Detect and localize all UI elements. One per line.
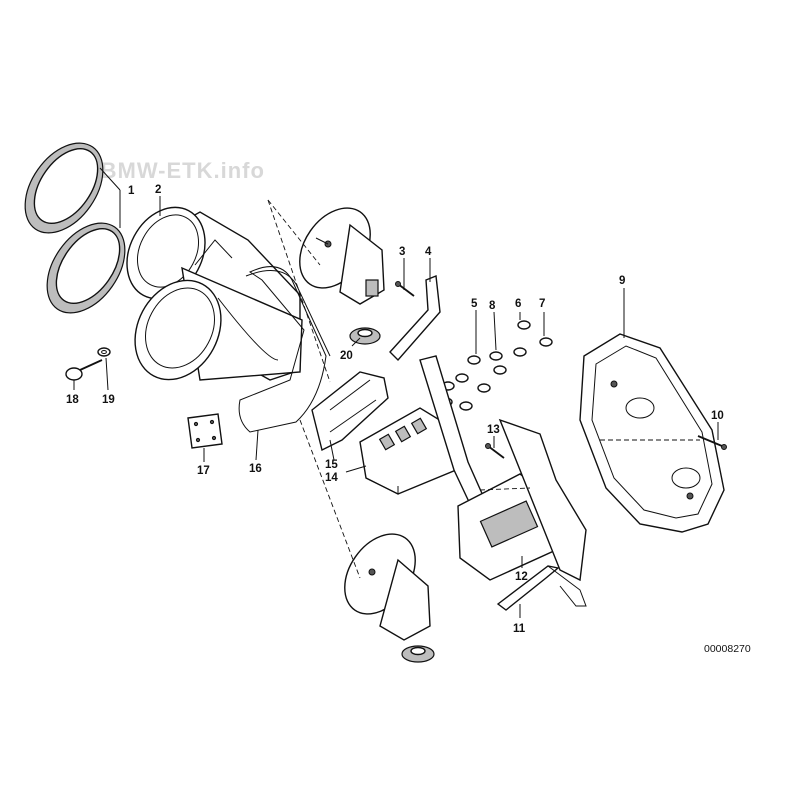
callout-13: 13 [487, 424, 500, 436]
part-bracket-4 [389, 275, 441, 362]
part-washer-19 [97, 347, 111, 357]
part-gasket [238, 266, 331, 433]
callout-10: 10 [711, 410, 724, 422]
part-nut-20 [349, 327, 381, 345]
callout-2: 2 [155, 184, 161, 196]
part-indicator-housing [359, 407, 457, 495]
callout-16: 16 [249, 463, 262, 475]
callout-20: 20 [340, 350, 353, 362]
part-instrument-housing [126, 206, 303, 381]
callout-19: 19 [102, 394, 115, 406]
part-upper-gauge [299, 207, 385, 305]
callout-5: 5 [471, 298, 478, 310]
part-screw-3 [395, 281, 415, 297]
callout-8: 8 [489, 300, 496, 312]
callout-14: 14 [325, 472, 338, 484]
callout-1: 1 [128, 185, 135, 197]
callout-18: 18 [66, 394, 79, 406]
callout-9: 9 [619, 275, 625, 287]
part-nut-lower [401, 645, 435, 663]
callouts: 1 2 3 4 5 6 7 8 9 10 11 12 13 14 15 16 1… [66, 184, 724, 635]
callout-17: 17 [197, 465, 210, 477]
callout-6: 6 [515, 298, 521, 310]
part-lower-gauge [344, 533, 431, 641]
diagram-id: 00008270 [704, 643, 751, 655]
leader-lines [73, 167, 719, 618]
part-bracket-11 [496, 565, 587, 611]
callout-4: 4 [425, 246, 432, 258]
part-rubber-rings [24, 142, 126, 314]
part-screw-10 [697, 435, 727, 450]
part-bulbs-sockets [439, 320, 553, 411]
part-circuit-frame [311, 371, 389, 452]
callout-15: 15 [325, 459, 338, 471]
part-screw-18 [65, 359, 103, 381]
part-circuit-board [457, 418, 587, 582]
callout-7: 7 [539, 298, 545, 310]
callout-3: 3 [399, 246, 405, 258]
callout-12: 12 [515, 571, 528, 583]
part-plate [187, 413, 223, 449]
assembly-lines [267, 199, 700, 579]
callout-11: 11 [513, 623, 526, 635]
part-screw-13 [485, 443, 505, 459]
part-rear-cover [579, 333, 725, 533]
